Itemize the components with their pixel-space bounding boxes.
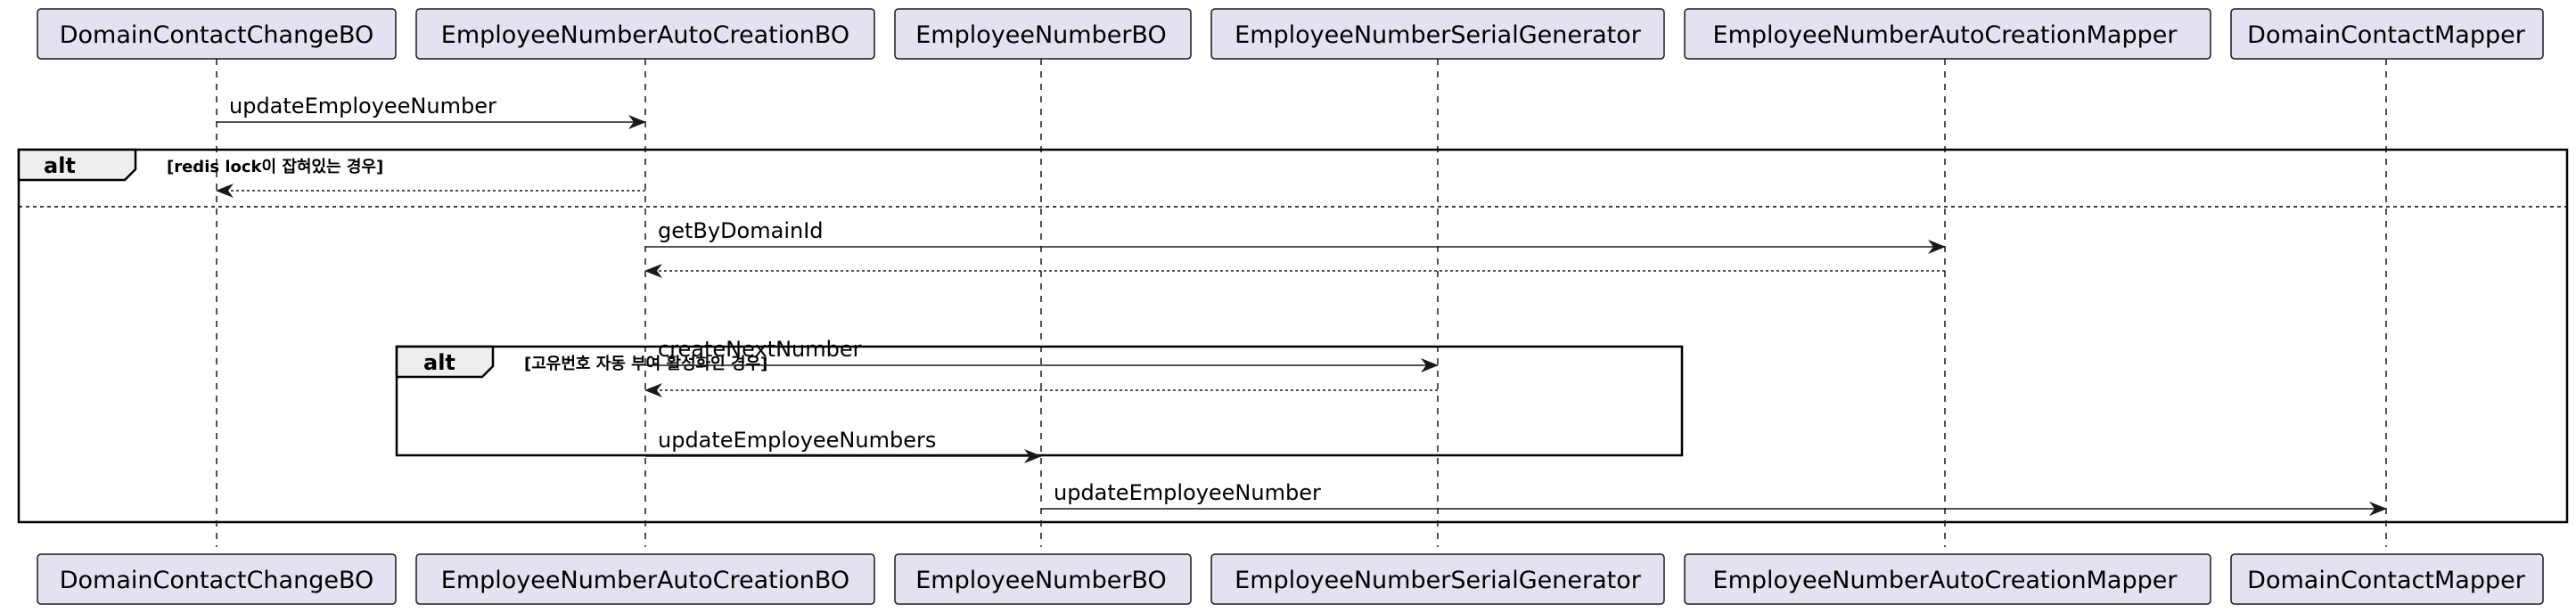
fragment-tab <box>17 148 137 182</box>
participant-employee-number-auto-creation-bo-bottom[interactable]: EmployeeNumberAutoCreationBO <box>415 553 875 605</box>
fragment-keyword: alt <box>423 350 455 375</box>
participant-label: DomainContactMapper <box>2247 21 2526 49</box>
participant-domain-contact-mapper-bottom[interactable]: DomainContactMapper <box>2230 553 2544 605</box>
participant-label: EmployeeNumberSerialGenerator <box>1235 567 1642 594</box>
message-create-next-number: createNextNumber <box>645 337 1439 372</box>
participant-label: DomainContactChangeBO <box>60 21 374 49</box>
participant-employee-number-auto-creation-bo-top[interactable]: EmployeeNumberAutoCreationBO <box>415 8 875 60</box>
participant-domain-contact-change-bo-bottom[interactable]: DomainContactChangeBO <box>37 553 397 605</box>
alt-fragment-2: alt [고유번호 자동 부여 활성화인 경우] <box>395 345 1684 457</box>
participant-employee-number-auto-creation-mapper-bottom[interactable]: EmployeeNumberAutoCreationMapper <box>1684 553 2211 605</box>
participant-label: EmployeeNumberAutoCreationMapper <box>1713 567 2178 594</box>
message-get-by-domain-id: getByDomainId <box>645 218 1946 254</box>
participant-label: EmployeeNumberSerialGenerator <box>1235 21 1642 49</box>
participant-label: EmployeeNumberBO <box>915 567 1166 594</box>
participant-label: EmployeeNumberBO <box>915 21 1166 49</box>
fragment-guard: [고유번호 자동 부여 활성화인 경우] <box>524 355 767 373</box>
fragment-tab <box>395 345 495 379</box>
alt-fragment-1: alt [redis lock이 잡혀있는 경우] <box>17 148 2569 524</box>
participant-label: EmployeeNumberAutoCreationBO <box>441 21 849 49</box>
message-update-employee-numbers: updateEmployeeNumbers <box>645 428 1042 463</box>
participant-employee-number-bo-bottom[interactable]: EmployeeNumberBO <box>894 553 1192 605</box>
participant-employee-number-serial-generator-top[interactable]: EmployeeNumberSerialGenerator <box>1210 8 1665 60</box>
message-update-employee-number: updateEmployeeNumber <box>217 94 646 129</box>
message-label: updateEmployeeNumber <box>1054 480 1321 505</box>
participant-employee-number-serial-generator-bottom[interactable]: EmployeeNumberSerialGenerator <box>1210 553 1665 605</box>
participant-label: EmployeeNumberAutoCreationBO <box>441 567 849 594</box>
message-update-employee-number: updateEmployeeNumber <box>1041 480 2387 516</box>
fragment-keyword: alt <box>44 153 76 178</box>
message-label: getByDomainId <box>658 218 824 243</box>
participant-label: DomainContactMapper <box>2247 567 2526 594</box>
participant-employee-number-auto-creation-mapper-top[interactable]: EmployeeNumberAutoCreationMapper <box>1684 8 2211 60</box>
participant-domain-contact-change-bo-top[interactable]: DomainContactChangeBO <box>37 8 397 60</box>
participant-employee-number-bo-top[interactable]: EmployeeNumberBO <box>894 8 1192 60</box>
message-label: createNextNumber <box>658 337 862 362</box>
fragment-guard: [redis lock이 잡혀있는 경우] <box>167 158 383 176</box>
message-label: updateEmployeeNumber <box>229 94 496 119</box>
message-label: updateEmployeeNumbers <box>658 428 936 453</box>
participant-label: DomainContactChangeBO <box>60 567 374 594</box>
participant-label: EmployeeNumberAutoCreationMapper <box>1713 21 2178 49</box>
participant-domain-contact-mapper-top[interactable]: DomainContactMapper <box>2230 8 2544 60</box>
